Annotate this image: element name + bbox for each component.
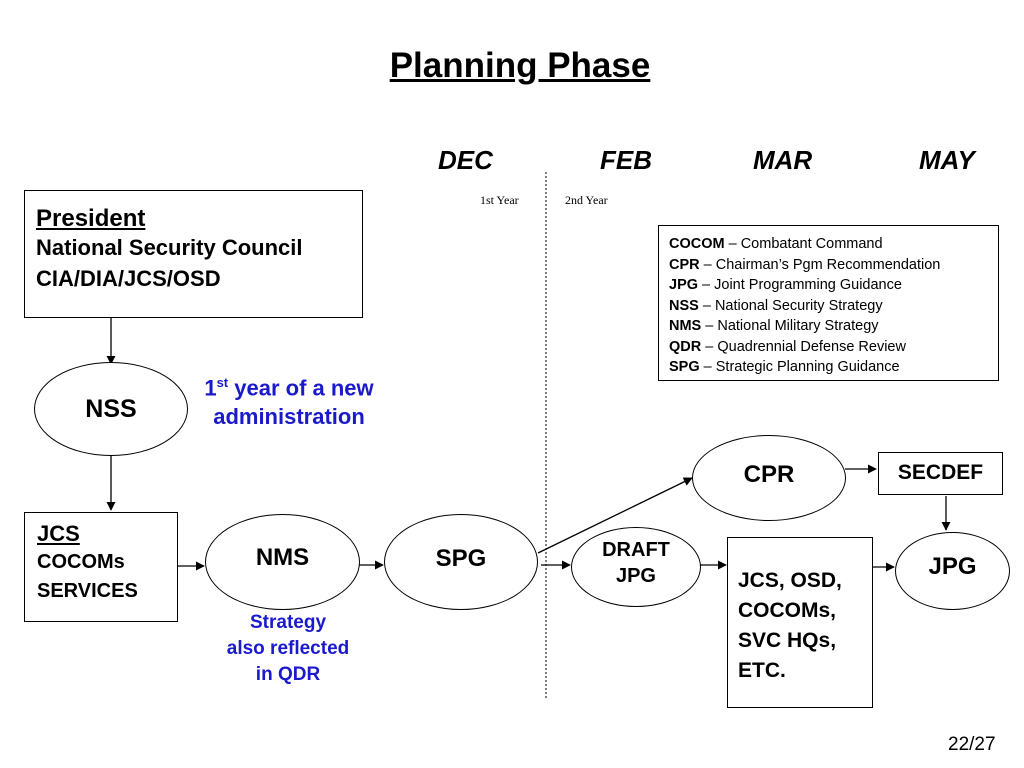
note-line1: year of a new <box>228 375 374 401</box>
jcs-box: JCS COCOMs SERVICES <box>24 512 178 622</box>
legend-item-spg: SPG – Strategic Planning Guidance <box>669 359 900 375</box>
agencies-label: CIA/DIA/JCS/OSD <box>36 266 221 291</box>
month-feb: FEB <box>600 145 652 175</box>
first-year-label: 1st Year <box>480 193 519 207</box>
participants-line4: ETC. <box>738 659 786 682</box>
month-mar: MAR <box>753 145 813 175</box>
month-may: MAY <box>919 145 975 175</box>
second-year-label: 2nd Year <box>565 193 608 207</box>
participants-line3: SVC HQs, <box>738 629 837 652</box>
participants-line2: COCOMs, <box>738 599 837 622</box>
page-title: Planning Phase <box>389 46 651 85</box>
first-year-note: 1st year of a new administration <box>186 368 392 431</box>
jcs-heading: JCS <box>37 521 80 546</box>
nss-node: NSS <box>34 362 188 456</box>
cpr-node: CPR <box>692 435 846 521</box>
legend-item-cocom: COCOM – Combatant Command <box>669 236 883 252</box>
arrow-spg-to-cpr <box>537 477 693 554</box>
nms-label: NMS <box>255 544 310 571</box>
cocoms-label: COCOMs <box>37 551 125 573</box>
legend-item-nms: NMS – National Military Strategy <box>669 318 879 334</box>
page-number: 22/27 <box>948 734 996 755</box>
spg-node: SPG <box>384 514 538 610</box>
participants-box: JCS, OSD, COCOMs, SVC HQs, ETC. <box>727 537 873 708</box>
strategy-line2: also reflected <box>226 638 350 659</box>
legend-item-cpr: CPR – Chairman’s Pgm Recommendation <box>669 256 941 273</box>
cpr-label: CPR <box>743 461 795 488</box>
legend-item-jpg: JPG – Joint Programming Guidance <box>669 277 902 293</box>
spg-label: SPG <box>435 545 487 572</box>
nms-node: NMS <box>205 514 360 610</box>
note-number: 1 <box>204 375 217 401</box>
note-superscript: st <box>216 375 229 390</box>
jpg-node: JPG <box>895 532 1010 610</box>
strategy-note: Strategy also reflected in QDR <box>200 610 376 688</box>
draft-jpg-label: JPG <box>615 565 656 587</box>
jpg-label: JPG <box>928 553 977 580</box>
participants-line1: JCS, OSD, <box>738 569 842 592</box>
acronym-legend: COCOM – Combatant Command CPR – Chairman… <box>658 225 999 381</box>
strategy-line3: in QDR <box>255 664 321 685</box>
president-heading: President <box>36 205 146 232</box>
services-label: SERVICES <box>37 580 138 602</box>
nss-label: NSS <box>85 394 137 423</box>
president-box: President National Security Council CIA/… <box>24 190 363 318</box>
note-line2: administration <box>213 404 365 430</box>
secdef-label: SECDEF <box>897 461 984 484</box>
nsc-label: National Security Council <box>36 235 303 260</box>
draft-jpg-node: DRAFT JPG <box>571 527 701 607</box>
secdef-box: SECDEF <box>878 452 1003 495</box>
draft-label: DRAFT <box>602 539 670 561</box>
strategy-line1: Strategy <box>249 612 327 633</box>
legend-item-qdr: QDR – Quadrennial Defense Review <box>669 338 906 355</box>
legend-item-nss: NSS – National Security Strategy <box>669 297 883 314</box>
month-dec: DEC <box>438 145 493 175</box>
